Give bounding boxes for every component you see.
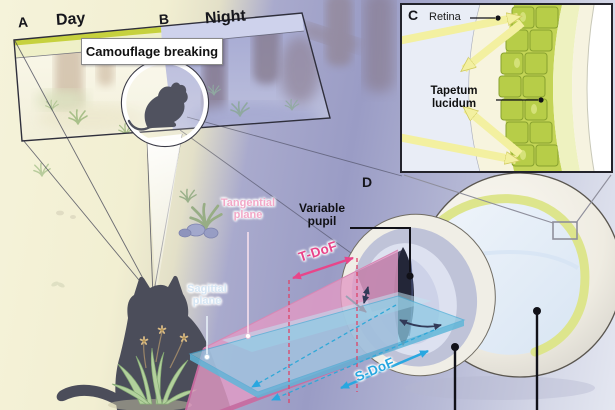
rocks [178, 223, 219, 239]
camouflage-breaking-callout: Camouflage breaking [81, 38, 223, 65]
t-dof-annotation [288, 256, 358, 406]
moth [51, 281, 65, 288]
day-band-stripe [14, 27, 162, 46]
background-forest [301, 0, 394, 92]
zoom-marker [403, 174, 612, 240]
panel-c-leaders [470, 15, 544, 103]
night-band [161, 13, 304, 45]
panel-b-tag: B [158, 10, 170, 28]
variable-pupil-label: Variable pupil [298, 201, 346, 229]
s-dof-annotation [251, 304, 435, 401]
panel-c-tag: C [408, 7, 419, 23]
panel-a-tag: A [17, 13, 29, 31]
pupil-arrows [345, 286, 442, 331]
tapetum-lucidum-label: Tapetum lucidum [430, 85, 478, 110]
night-label: Night [204, 7, 247, 28]
mouse-silhouette-icon [127, 82, 188, 131]
leader-lines [203, 227, 541, 410]
panel-c: C Retina Tapetum lucidum [400, 3, 613, 173]
panel-d-tag: D [362, 174, 373, 190]
screen-outline [13, 12, 331, 142]
tangential-plane-label: Tangential plane [220, 197, 276, 222]
spotlight-circle [120, 58, 210, 148]
day-label: Day [55, 9, 86, 30]
tapetum-band [423, 194, 590, 357]
retina-label: Retina [429, 11, 461, 23]
camouflage-breaking-text: Camouflage breaking [85, 44, 219, 59]
gaze-beam [147, 134, 182, 297]
flower-plant [108, 325, 198, 410]
light-reflection-arrows [402, 17, 525, 160]
flowers [139, 325, 189, 345]
panel-c-artwork [402, 5, 595, 171]
sagittal-plane-label: Sagittal plane [187, 283, 227, 308]
